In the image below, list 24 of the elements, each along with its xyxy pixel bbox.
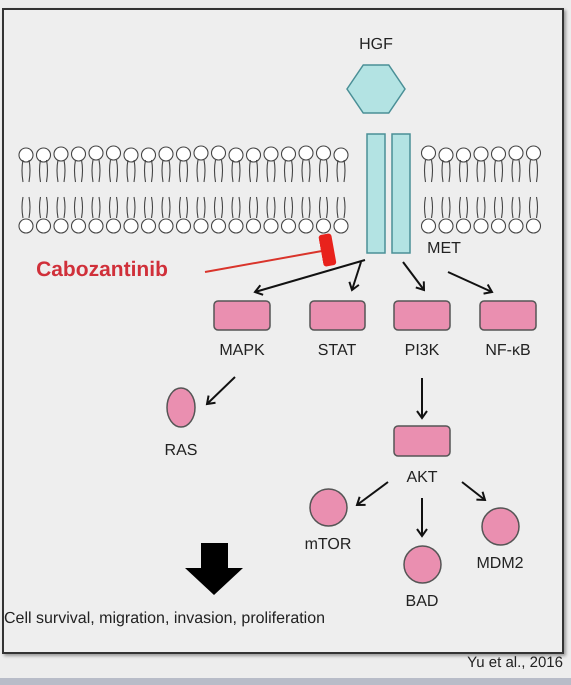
arrow (254, 259, 366, 296)
outcome-text: Cell survival, migration, invasion, proliferation (4, 610, 326, 628)
arrow (206, 376, 236, 405)
protein-label: MAPK (219, 342, 265, 360)
protein-label: AKT (406, 469, 438, 487)
protein-label: PI3K (404, 342, 440, 360)
drug-label: Cabozantinib (36, 258, 168, 282)
arrow (416, 378, 428, 419)
arrow (461, 481, 486, 501)
inhibition-line (204, 233, 337, 273)
protein-label: STAT (318, 342, 356, 360)
protein-label: MET (427, 240, 461, 258)
arrow (448, 271, 493, 295)
protein-label: NF-κB (485, 342, 531, 360)
protein-label: RAS (164, 442, 198, 460)
arrow (356, 481, 389, 506)
protein-label: HGF (359, 36, 393, 54)
protein-label: mTOR (304, 536, 352, 554)
citation-text: Yu et al., 2016 (467, 654, 563, 671)
protein-label: BAD (406, 593, 438, 611)
arrow (348, 262, 362, 291)
arrow (416, 498, 428, 537)
protein-label: MDM2 (476, 555, 524, 573)
arrow (402, 261, 425, 291)
